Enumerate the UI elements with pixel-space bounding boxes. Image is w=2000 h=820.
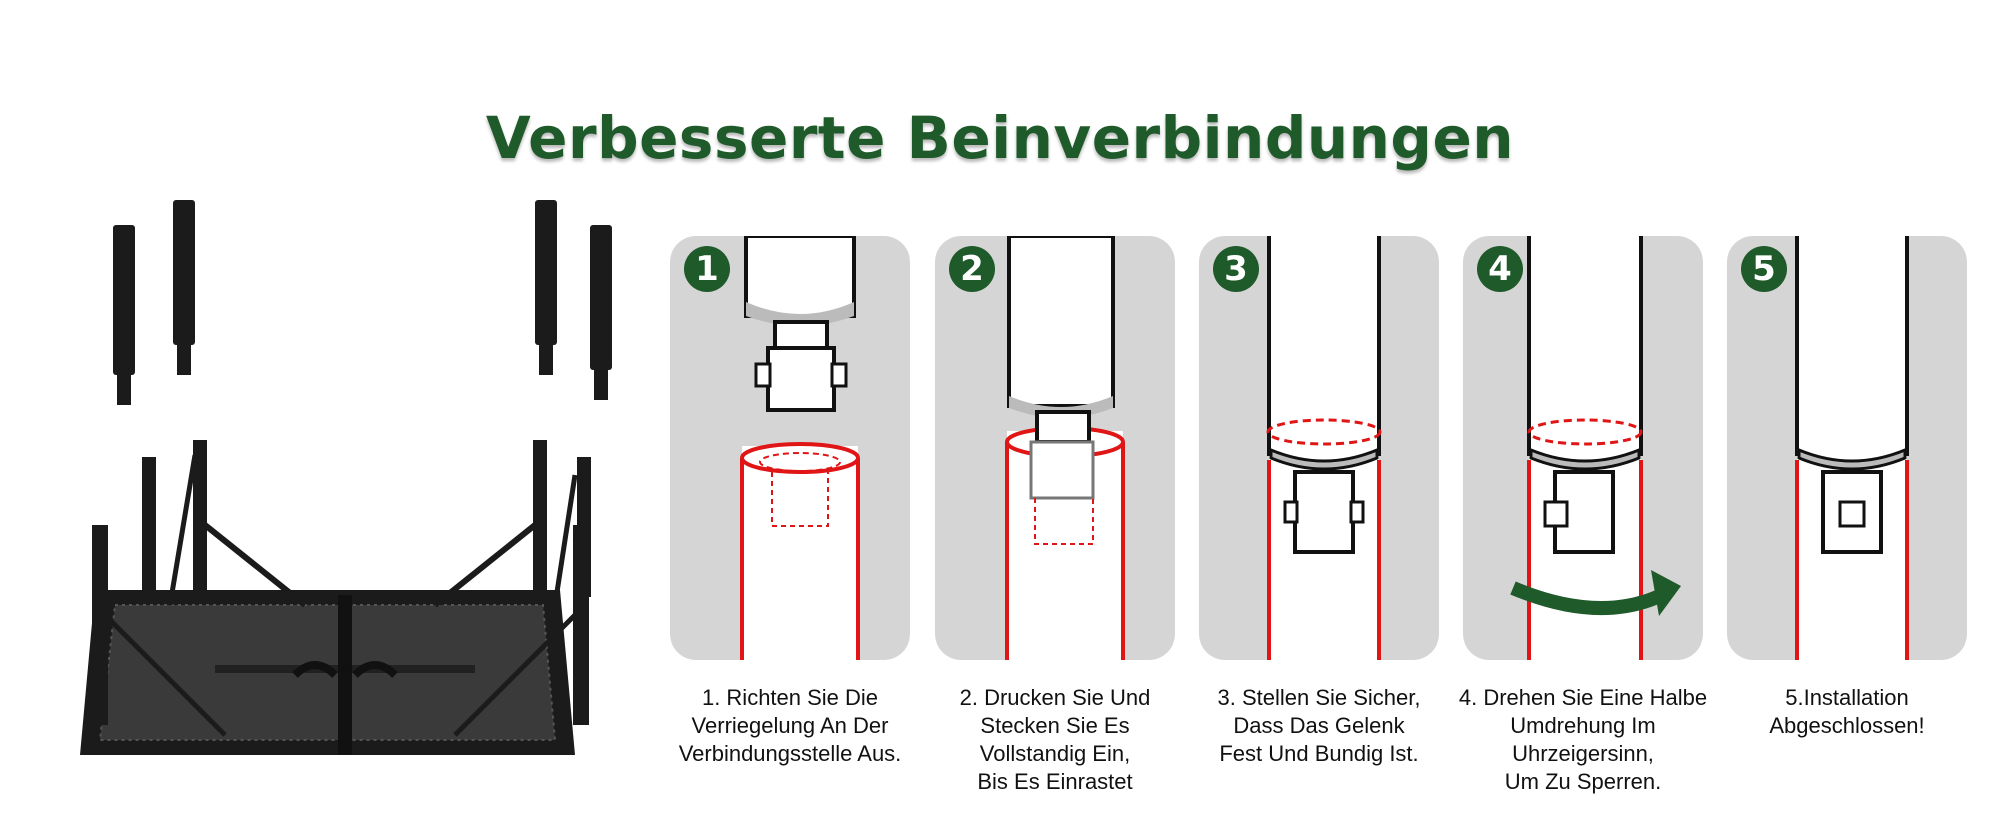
caption-line: 1. Richten Sie Die <box>701 685 879 710</box>
step-3-caption: 3. Stellen Sie Sicher, Dass Das Gelenk F… <box>1184 684 1454 768</box>
leg-rotate-diagram <box>1510 236 1681 660</box>
step-4-panel: 4 <box>1463 236 1703 660</box>
step-number-badge: 5 <box>1741 246 1787 292</box>
caption-line: Abgeschlossen! <box>1769 713 1925 738</box>
caption-line: Stecken Sie Es <box>980 713 1130 738</box>
leg-locked-diagram <box>1795 236 1909 660</box>
step-5-caption: 5.Installation Abgeschlossen! <box>1712 684 1982 740</box>
step-2-panel: 2 <box>935 236 1175 660</box>
caption-line: Vollstandig Ein, <box>979 741 1131 766</box>
leg-insert-diagram <box>1005 236 1125 660</box>
step-2-caption: 2. Drucken Sie Und Stecken Sie Es Vollst… <box>920 684 1190 796</box>
caption-line: Bis Es Einrastet <box>977 769 1133 794</box>
caption-line: Fest Und Bundig Ist. <box>1219 741 1419 766</box>
step-5-panel: 5 <box>1727 236 1967 660</box>
step-number-badge: 3 <box>1213 246 1259 292</box>
caption-line: Uhrzeigersinn, <box>1512 741 1654 766</box>
step-1-panel: 1 <box>670 236 910 660</box>
step-number-badge: 1 <box>684 246 730 292</box>
step-3-panel: 3 <box>1199 236 1439 660</box>
caption-line: 3. Stellen Sie Sicher, <box>1217 685 1421 710</box>
caption-line: Um Zu Sperren. <box>1504 769 1662 794</box>
caption-line: 2. Drucken Sie Und <box>959 685 1151 710</box>
caption-line: Verriegelung An Der <box>691 713 889 738</box>
folding-table-image <box>80 200 612 755</box>
caption-line: 4. Drehen Sie Eine Halbe <box>1458 685 1708 710</box>
caption-line: 5.Installation <box>1785 685 1909 710</box>
step-number-badge: 2 <box>949 246 995 292</box>
caption-line: Verbindungsstelle Aus. <box>678 741 902 766</box>
step-1-caption: 1. Richten Sie Die Verriegelung An Der V… <box>655 684 925 768</box>
step-4-caption: 4. Drehen Sie Eine Halbe Umdrehung Im Uh… <box>1448 684 1718 796</box>
caption-line: Umdrehung Im <box>1510 713 1656 738</box>
caption-line: Dass Das Gelenk <box>1233 713 1405 738</box>
step-number-badge: 4 <box>1477 246 1523 292</box>
page-title: Verbesserte Beinverbindungen <box>485 104 1515 172</box>
leg-seated-diagram <box>1266 236 1382 660</box>
leg-align-diagram <box>740 236 860 660</box>
